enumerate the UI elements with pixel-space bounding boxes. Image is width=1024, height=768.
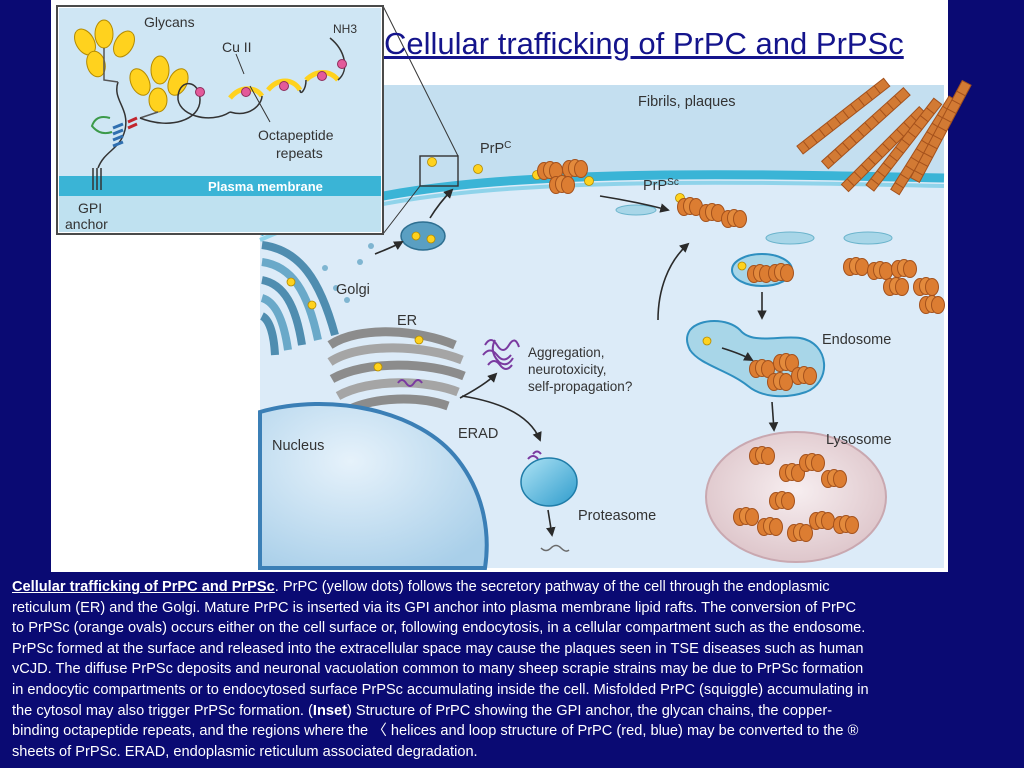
label-prpsc: PrPSc [643, 177, 679, 194]
caption-line-4: PrPSc formed at the surface and released… [12, 640, 864, 657]
label-proteasome: Proteasome [578, 508, 656, 524]
inset-label-gpi-1: GPI [78, 200, 102, 216]
caption-line-6: in endocytic compartments or to endocyto… [12, 681, 869, 698]
endoplasmic-reticulum [327, 327, 466, 416]
caption-line-5: vCJD. The diffuse PrPSc deposits and neu… [12, 661, 864, 678]
pathway-arrows [374, 188, 779, 537]
inset-label-octapeptide-2: repeats [276, 145, 323, 161]
inset-label-nh3: NH3 [333, 22, 357, 36]
inset-label-glycans: Glycans [144, 14, 195, 30]
label-endosome: Endosome [822, 332, 891, 348]
lysosome [705, 431, 887, 563]
slide-title: Cellular trafficking of PrPC and PrPSc [384, 26, 904, 61]
caption-line-7a: the cytosol may also trigger PrPSc forma… [12, 702, 313, 719]
inset-plasma-membrane-band [59, 176, 381, 196]
label-er: ER [397, 313, 417, 329]
proteasome [520, 450, 578, 552]
inset-label-plasma-membrane: Plasma membrane [208, 179, 323, 194]
caption-line-1: . PrPC (yellow dots) follows the secreto… [274, 579, 830, 595]
nucleus [258, 402, 489, 570]
label-aggregation-1: Aggregation, [528, 345, 605, 360]
label-nucleus: Nucleus [272, 438, 324, 454]
caption-title: Cellular trafficking of PrPC and PrPSc [12, 579, 275, 595]
label-lysosome: Lysosome [826, 432, 892, 448]
figure-caption: Cellular trafficking of PrPC and PrPSc. … [12, 577, 1014, 762]
caption-line-7b: ) Structure of PrPC showing the GPI anch… [346, 702, 833, 719]
label-fibrils: Fibrils, plaques [638, 94, 736, 110]
label-prpc: PrPC [480, 140, 511, 157]
caption-line-9: sheets of PrPSc. ERAD, endoplasmic retic… [12, 743, 478, 760]
zoom-lines [382, 5, 459, 235]
inset-label-octapeptide-1: Octapeptide [258, 127, 334, 143]
golgi [259, 241, 374, 356]
trafficking-diagram: Fibrils, plaques PrPC PrPSc Golgi ER Agg… [56, 5, 972, 570]
label-erad: ERAD [458, 426, 498, 442]
inset-label-cu: Cu II [222, 39, 252, 55]
caption-line-8: binding octapeptide repeats, and the reg… [12, 723, 859, 740]
endosome [686, 320, 825, 398]
misfolded-aggregate [482, 339, 520, 370]
diagram-labels: Fibrils, plaques PrPC PrPSc Golgi ER Agg… [272, 94, 892, 524]
label-aggregation-3: self-propagation? [528, 379, 632, 394]
secretory-vesicle [400, 221, 446, 251]
inset-label-gpi-2: anchor [65, 216, 108, 232]
early-endosome [731, 253, 794, 287]
inset-prpc-structure: Glycans NH3 Cu II Octapeptide repeats Pl… [56, 5, 384, 235]
caption-inset-word: Inset [312, 702, 347, 719]
label-aggregation-2: neurotoxicity, [528, 362, 607, 377]
label-golgi: Golgi [336, 282, 370, 298]
caption-line-3: to PrPSc (orange ovals) occurs either on… [12, 620, 866, 637]
caption-line-2: reticulum (ER) and the Golgi. Mature PrP… [12, 599, 857, 616]
